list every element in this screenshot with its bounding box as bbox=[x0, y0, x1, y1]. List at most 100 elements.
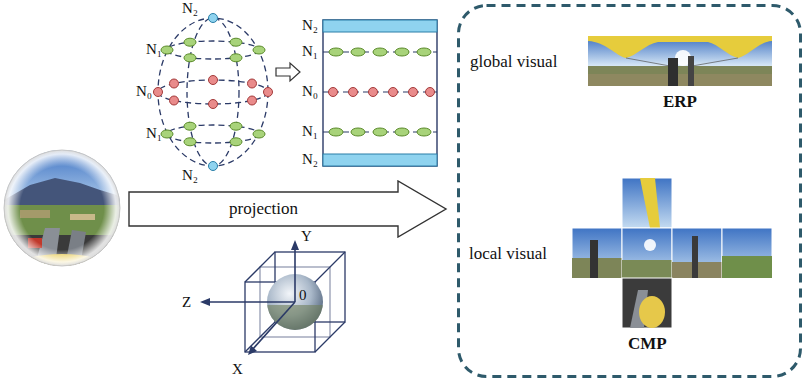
small-hollow-arrow bbox=[276, 63, 300, 81]
axis-label: X bbox=[232, 361, 243, 378]
n0-points bbox=[154, 88, 163, 97]
cube-projection-figure bbox=[245, 252, 275, 282]
panel-outline bbox=[459, 6, 801, 377]
fisheye-sphere-image bbox=[4, 150, 120, 266]
erp-image bbox=[588, 36, 772, 86]
cmp-image bbox=[639, 296, 665, 328]
latitude-label: N₂ bbox=[182, 167, 198, 184]
flattened-latitude-map bbox=[409, 88, 418, 97]
flattened-latitude-map bbox=[329, 88, 338, 97]
cmp-image bbox=[590, 240, 598, 278]
n0-points bbox=[209, 76, 218, 85]
axis-label: Y bbox=[301, 228, 312, 245]
n1-points bbox=[161, 130, 173, 138]
arrow-outline bbox=[129, 181, 446, 237]
cmp-image bbox=[692, 236, 698, 278]
n1-points bbox=[184, 138, 196, 146]
flattened-latitude-map bbox=[323, 20, 437, 166]
flattened-latitude-map bbox=[373, 128, 387, 136]
fisheye-sphere-image bbox=[4, 150, 120, 278]
flattened-latitude-map bbox=[323, 20, 437, 166]
n2-points bbox=[209, 14, 218, 171]
cube-projection-figure bbox=[315, 252, 345, 282]
flattened-latitude-map bbox=[395, 128, 409, 136]
flattened-latitude-map bbox=[323, 91, 437, 92]
arrow-label: projection bbox=[229, 199, 298, 219]
latitude-sphere bbox=[167, 41, 259, 59]
flattened-latitude-map bbox=[329, 48, 431, 136]
flattened-latitude-map bbox=[329, 88, 435, 97]
flattened-latitude-map bbox=[373, 48, 387, 56]
n1-points bbox=[184, 54, 196, 62]
flattened-latitude-map bbox=[351, 48, 365, 56]
flattened-latitude-map bbox=[389, 88, 398, 97]
cube-projection-figure bbox=[315, 322, 345, 352]
erp-image bbox=[688, 56, 694, 86]
erp-image bbox=[692, 58, 738, 66]
n1-points bbox=[230, 38, 242, 46]
cmp-image bbox=[572, 228, 622, 278]
n2-points bbox=[209, 162, 218, 171]
latitude-label: N₁ bbox=[146, 41, 162, 58]
flattened-latitude-map bbox=[329, 128, 343, 136]
flattened-latitude-map bbox=[349, 88, 358, 97]
erp-image bbox=[588, 36, 772, 86]
cube-projection-figure bbox=[208, 248, 295, 350]
cmp-image bbox=[622, 278, 672, 328]
n0-points bbox=[209, 100, 218, 109]
output-panel: global visuallocal visualERPCMP bbox=[457, 4, 802, 378]
n1-points bbox=[253, 46, 265, 54]
erp-image bbox=[588, 74, 772, 86]
n0-points bbox=[154, 76, 273, 109]
n0-points bbox=[170, 96, 179, 105]
cmp-image bbox=[722, 228, 772, 278]
n1-points bbox=[230, 138, 242, 146]
flattened-latitude-map bbox=[369, 88, 378, 97]
projection-name: CMP bbox=[628, 334, 667, 354]
n1-points bbox=[161, 46, 173, 54]
cmp-image bbox=[622, 228, 672, 278]
n1-points bbox=[161, 38, 265, 146]
cmp-image bbox=[622, 260, 672, 278]
cube-projection-figure bbox=[252, 302, 295, 350]
cube-projection-figure bbox=[294, 248, 296, 302]
n1-points bbox=[230, 122, 242, 130]
n2-points bbox=[209, 14, 218, 23]
latitude-label: N₁ bbox=[302, 43, 318, 60]
n1-points bbox=[253, 130, 265, 138]
latitude-sphere bbox=[158, 18, 268, 166]
flattened-latitude-map bbox=[323, 52, 437, 132]
cmp-image bbox=[672, 228, 722, 278]
latitude-label: N₀ bbox=[136, 83, 152, 100]
n1-points bbox=[184, 122, 196, 130]
latitude-label: N₁ bbox=[146, 125, 162, 142]
flattened-latitude-map bbox=[323, 154, 437, 166]
cmp-image bbox=[640, 178, 660, 228]
flattened-latitude-map bbox=[417, 48, 431, 56]
cube-projection-figure bbox=[245, 322, 275, 352]
flattened-latitude-map bbox=[426, 88, 435, 97]
cmp-image bbox=[572, 178, 772, 328]
view-label: global visual bbox=[470, 52, 557, 72]
axis-label: Z bbox=[182, 294, 191, 311]
flattened-latitude-map bbox=[395, 48, 409, 56]
cmp-image-box: CMP bbox=[572, 178, 772, 356]
cube-projection-figure bbox=[208, 301, 295, 303]
n0-points bbox=[248, 79, 257, 88]
n0-points bbox=[170, 79, 179, 88]
n1-points bbox=[230, 54, 242, 62]
fisheye-sphere-image bbox=[4, 150, 120, 266]
cmp-image bbox=[644, 239, 656, 251]
n0-points bbox=[264, 88, 273, 97]
projection-arrow: projection bbox=[128, 180, 448, 238]
axis-label: 0 bbox=[299, 287, 307, 304]
latitude-sphere bbox=[158, 18, 268, 166]
view-label: local visual bbox=[469, 244, 547, 264]
flattened-latitude-map bbox=[329, 48, 343, 56]
latitude-label: N₂ bbox=[302, 151, 318, 168]
erp-image bbox=[626, 58, 670, 66]
flattened-latitude-map bbox=[417, 128, 431, 136]
